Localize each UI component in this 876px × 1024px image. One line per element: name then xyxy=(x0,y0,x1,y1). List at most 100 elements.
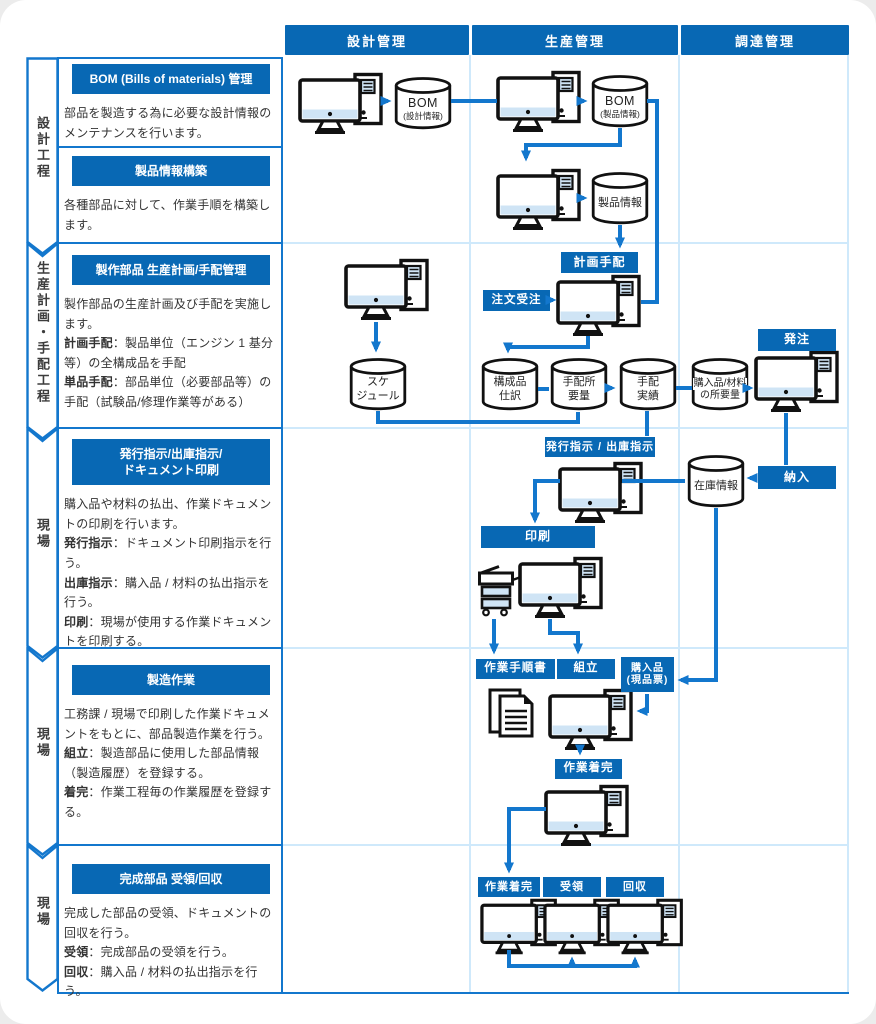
database-label: 購入品/材料の所要量 xyxy=(692,377,748,402)
divider xyxy=(57,146,283,148)
process-stage-ribbon: 生産計画・手配工程 xyxy=(26,242,59,440)
db-purchase-req: 購入品/材料の所要量 xyxy=(691,357,749,411)
database-icon xyxy=(481,358,539,411)
chip-keikaku-tehai: 計画手配 xyxy=(561,252,638,273)
database-label: BOM(設計情報) xyxy=(403,95,443,121)
flow-arrow xyxy=(376,411,580,424)
card-body: 各種部品に対して、作業手順を構築します。 xyxy=(64,196,278,235)
divider xyxy=(57,242,283,244)
stage-card: 製品情報構築 各種部品に対して、作業手順を構築します。 xyxy=(64,156,278,235)
column-header-production: 生産管理 xyxy=(472,25,678,55)
workstation-pcS xyxy=(344,258,432,327)
database-label: 構成品 仕訳 xyxy=(493,376,527,402)
db-bom-product: BOM(製品情報) xyxy=(591,74,649,128)
divider xyxy=(281,57,283,994)
workstation-pcB xyxy=(496,70,584,139)
card-title: 発行指示/出庫指示/ ドキュメント印刷 xyxy=(72,439,270,486)
computer-icon xyxy=(496,168,581,230)
chip-sagyo-chakkan-2: 作業着完 xyxy=(478,877,540,897)
grid-line xyxy=(283,427,849,429)
card-text: 製作部品の生産計画及び手配を実施します。 xyxy=(64,297,272,331)
flow-arrow xyxy=(636,694,649,716)
column-header-design: 設計管理 xyxy=(285,25,469,55)
process-stage-ribbon: 現場 xyxy=(26,427,59,659)
computer-icon xyxy=(606,898,683,955)
printer-icon xyxy=(478,565,520,617)
database-label: 製品情報 xyxy=(598,196,642,209)
computer-icon xyxy=(558,461,643,523)
grid-line xyxy=(283,242,849,244)
documents-icon xyxy=(488,688,534,738)
card-text: 発行指示：ドキュメント印刷指示を行う。 xyxy=(64,536,272,571)
workstation-pcF xyxy=(558,461,646,530)
card-title: 製作部品 生産計画/手配管理 xyxy=(72,255,270,286)
stage-label: 現場 xyxy=(35,517,50,550)
divider xyxy=(57,57,283,59)
flow-arrow xyxy=(530,479,560,524)
card-body: 部品を製造する為に必要な設計情報のメンテナンスを行います。 xyxy=(64,104,278,143)
workstation-pcE xyxy=(754,350,842,419)
card-text: 購入品や材料の払出、作業ドキュメントの印刷を行います。 xyxy=(64,497,272,531)
workstation-pcA xyxy=(298,72,386,141)
stage-card: 発行指示/出庫指示/ ドキュメント印刷 購入品や材料の払出、作業ドキュメントの印… xyxy=(64,439,278,652)
chip-sagyo-chakkan-1: 作業着完 xyxy=(555,759,622,779)
workstation-pcI xyxy=(544,784,632,853)
card-title: 製品情報構築 xyxy=(72,156,270,187)
chip-nonyu: 納入 xyxy=(758,466,836,489)
workstation-pcC xyxy=(496,168,584,237)
card-text: 完成した部品の受領、ドキュメントの回収を行う。 xyxy=(64,906,272,940)
db-arrange-actual: 手配 実績 xyxy=(619,357,677,411)
db-component-sort: 構成品 仕訳 xyxy=(481,357,539,411)
stage-card: 製作部品 生産計画/手配管理 製作部品の生産計画及び手配を実施します。計画手配：… xyxy=(64,255,278,412)
grid-line xyxy=(678,55,680,992)
database-label: 手配所 要量 xyxy=(562,376,596,402)
process-stage-ribbon: 設計工程 xyxy=(26,57,59,255)
db-stock-info: 在庫情報 xyxy=(687,454,745,508)
card-body: 完成した部品の受領、ドキュメントの回収を行う。受領：完成部品の受領を行う。回収：… xyxy=(64,904,278,1002)
chip-insatsu: 印刷 xyxy=(481,526,595,548)
process-stage-ribbon: 現場 xyxy=(26,647,59,856)
stage-card: 完成部品 受領/回収 完成した部品の受領、ドキュメントの回収を行う。受領：完成部… xyxy=(64,864,278,1002)
process-stage-ribbon: 現場 xyxy=(26,844,59,992)
workstation-pcD xyxy=(556,274,644,343)
db-arrange-req: 手配所 要量 xyxy=(550,357,608,411)
database-icon xyxy=(550,358,608,411)
card-body: 工務課 / 現場で印刷した作業ドキュメントをもとに、部品製造作業を行う。組立：製… xyxy=(64,705,278,822)
chip-konyuhin: 購入品 (現品票) xyxy=(621,657,674,692)
workstation-pcH xyxy=(548,688,636,757)
ribbon-chevron-shape xyxy=(26,57,59,255)
card-body: 製作部品の生産計画及び手配を実施します。計画手配：製品単位（エンジン 1 基分等… xyxy=(64,295,278,412)
card-text: 組立：製造部品に使用した部品情報（製造履歴）を登録する。 xyxy=(64,746,260,780)
work-documents-node xyxy=(488,688,534,743)
stage-card: 製造作業 工務課 / 現場で印刷した作業ドキュメントをもとに、部品製造作業を行う… xyxy=(64,665,278,822)
card-title: BOM (Bills of materials) 管理 xyxy=(72,64,270,95)
card-text: 工務課 / 現場で印刷した作業ドキュメントをもとに、部品製造作業を行う。 xyxy=(64,707,271,741)
computer-icon xyxy=(544,784,629,846)
card-text: 計画手配：製品単位（エンジン 1 基分等）の全構成品を手配 xyxy=(64,336,274,370)
divider xyxy=(57,427,283,429)
computer-icon xyxy=(556,274,641,336)
database-label: 手配 実績 xyxy=(637,376,659,402)
chip-chumon-juchu: 注文受注 xyxy=(483,290,550,311)
database-icon xyxy=(394,77,452,130)
divider xyxy=(57,992,849,994)
divider xyxy=(57,844,283,846)
ribbon-chevron-shape xyxy=(26,844,59,992)
card-body: 購入品や材料の払出、作業ドキュメントの印刷を行います。発行指示：ドキュメント印刷… xyxy=(64,495,278,651)
computer-icon xyxy=(496,70,581,132)
database-label: BOM(製品情報) xyxy=(600,93,640,119)
workstation-pcG xyxy=(518,556,606,625)
database-icon xyxy=(349,358,407,411)
stage-card: BOM (Bills of materials) 管理 部品を製造する為に必要な… xyxy=(64,64,278,143)
card-title: 製造作業 xyxy=(72,665,270,696)
stage-label: 設計工程 xyxy=(35,116,50,181)
chip-juryo: 受領 xyxy=(543,877,601,897)
card-text: 着完：作業工程毎の作業履歴を登録する。 xyxy=(64,785,272,819)
chip-hacchu: 発注 xyxy=(758,329,836,351)
db-product-info: 製品情報 xyxy=(591,171,649,225)
computer-icon xyxy=(754,350,839,412)
card-text: 部品を製造する為に必要な設計情報のメンテナンスを行います。 xyxy=(64,106,272,140)
chip-kumitate: 組立 xyxy=(557,659,615,679)
computer-icon xyxy=(548,688,633,750)
